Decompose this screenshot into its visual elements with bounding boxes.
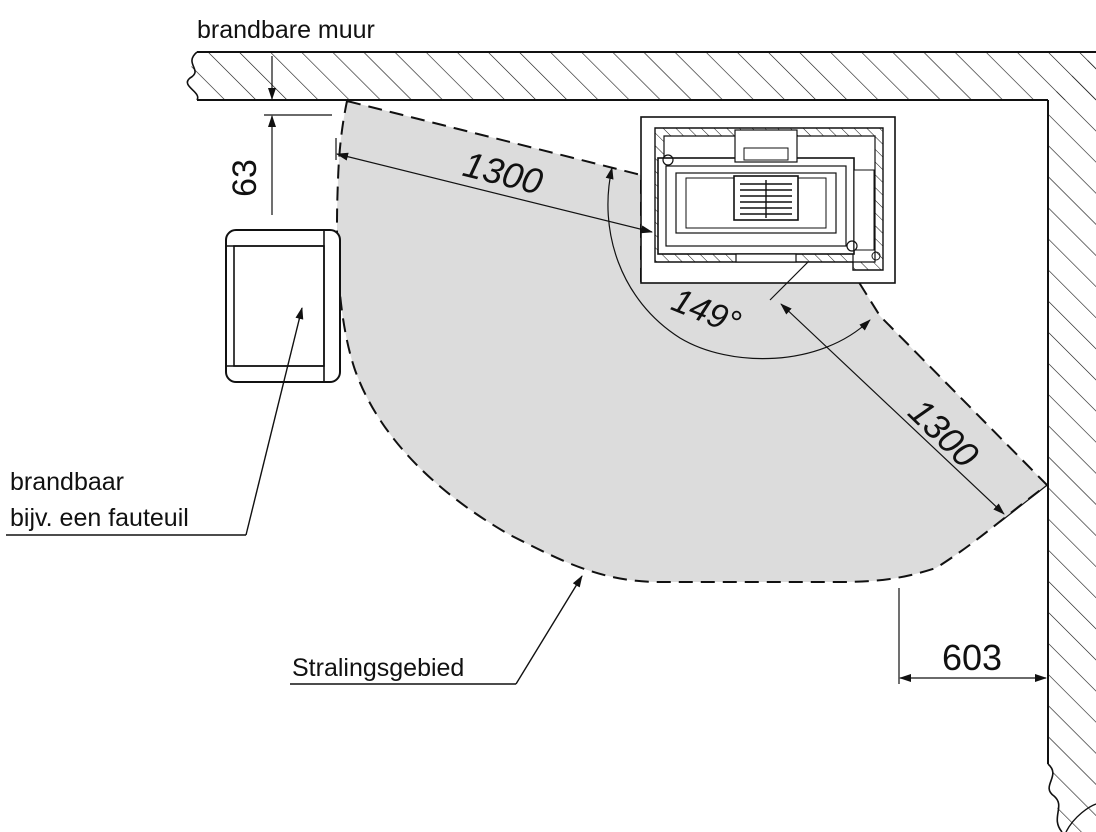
armchair <box>225 229 341 383</box>
leader-armchair <box>6 307 304 536</box>
wall-label: brandbare muur <box>197 16 375 44</box>
stove <box>640 116 896 284</box>
dimension-wall-clearance <box>264 56 332 215</box>
armchair-label-line1: brandbaar <box>10 468 124 496</box>
angle-dimension <box>605 167 871 360</box>
radiation-area-label: Stralingsgebied <box>292 654 464 682</box>
top-wall <box>186 51 1096 101</box>
right-wall <box>1047 52 1096 832</box>
dimension-corner-gap <box>898 588 1047 684</box>
leader-radiation-area <box>290 575 583 685</box>
armchair-label-line2: bijv. een fauteuil <box>10 504 189 532</box>
corner-gap-value: 603 <box>942 637 1002 678</box>
dimension-radius-left <box>335 138 653 234</box>
wall-clearance-value: 63 <box>226 159 264 197</box>
